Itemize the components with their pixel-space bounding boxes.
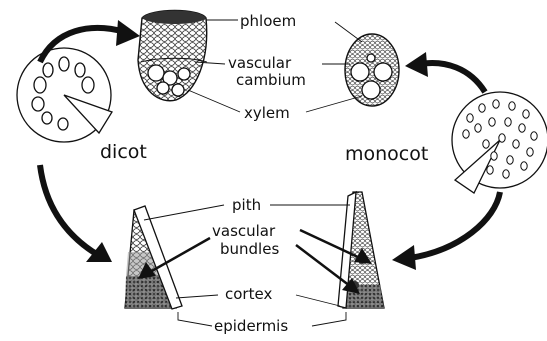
monocot-vascular-bundle bbox=[345, 34, 399, 106]
vascular-bundles-label-2: bundles bbox=[220, 240, 279, 258]
monocot-bundle-dot bbox=[523, 110, 529, 118]
epidermis-label: epidermis bbox=[214, 317, 288, 335]
xylem-label: xylem bbox=[244, 104, 290, 122]
monocot-bundle-dot bbox=[467, 114, 473, 122]
dicot-cross-section bbox=[17, 48, 112, 142]
vascular-bundles-label-1: vascular bbox=[212, 222, 276, 240]
monocot-bundle-dot bbox=[483, 140, 489, 148]
monocot-bundle-dot bbox=[531, 132, 537, 140]
monocot-bundle-dot bbox=[475, 124, 481, 132]
monocot-bundle-dot bbox=[505, 118, 511, 126]
monocot-bundle-dot bbox=[513, 140, 519, 148]
monocot-bundle-dot bbox=[527, 148, 533, 156]
dicot-label: dicot bbox=[100, 141, 147, 163]
monocot-cross-section bbox=[452, 92, 547, 193]
cortex-label: cortex bbox=[225, 285, 272, 303]
phloem-label: phloem bbox=[240, 12, 296, 30]
monocot-bundle-dot bbox=[491, 152, 497, 160]
vascular-cambium-label-2: cambium bbox=[236, 71, 306, 89]
monocot-bundle-dot bbox=[479, 104, 485, 112]
monocot-bundle-dot bbox=[521, 162, 527, 170]
monocot-bundle-dot bbox=[507, 156, 513, 164]
monocot-bundle-dot bbox=[493, 100, 499, 108]
monocot-bundle-dot bbox=[509, 102, 515, 110]
monocot-bundle-dot bbox=[487, 166, 493, 174]
dicot-vascular-bundle bbox=[138, 11, 207, 101]
vascular-cambium-label-1: vascular bbox=[228, 54, 292, 72]
monocot-bundle-dot bbox=[489, 118, 495, 126]
monocot-bundle-dot bbox=[503, 170, 509, 178]
monocot-bundle-dot bbox=[499, 134, 505, 142]
monocot-bundle-dot bbox=[463, 130, 469, 138]
monocot-label: monocot bbox=[345, 143, 428, 165]
pith-label: pith bbox=[232, 196, 261, 214]
monocot-bundle-dot bbox=[519, 124, 525, 132]
